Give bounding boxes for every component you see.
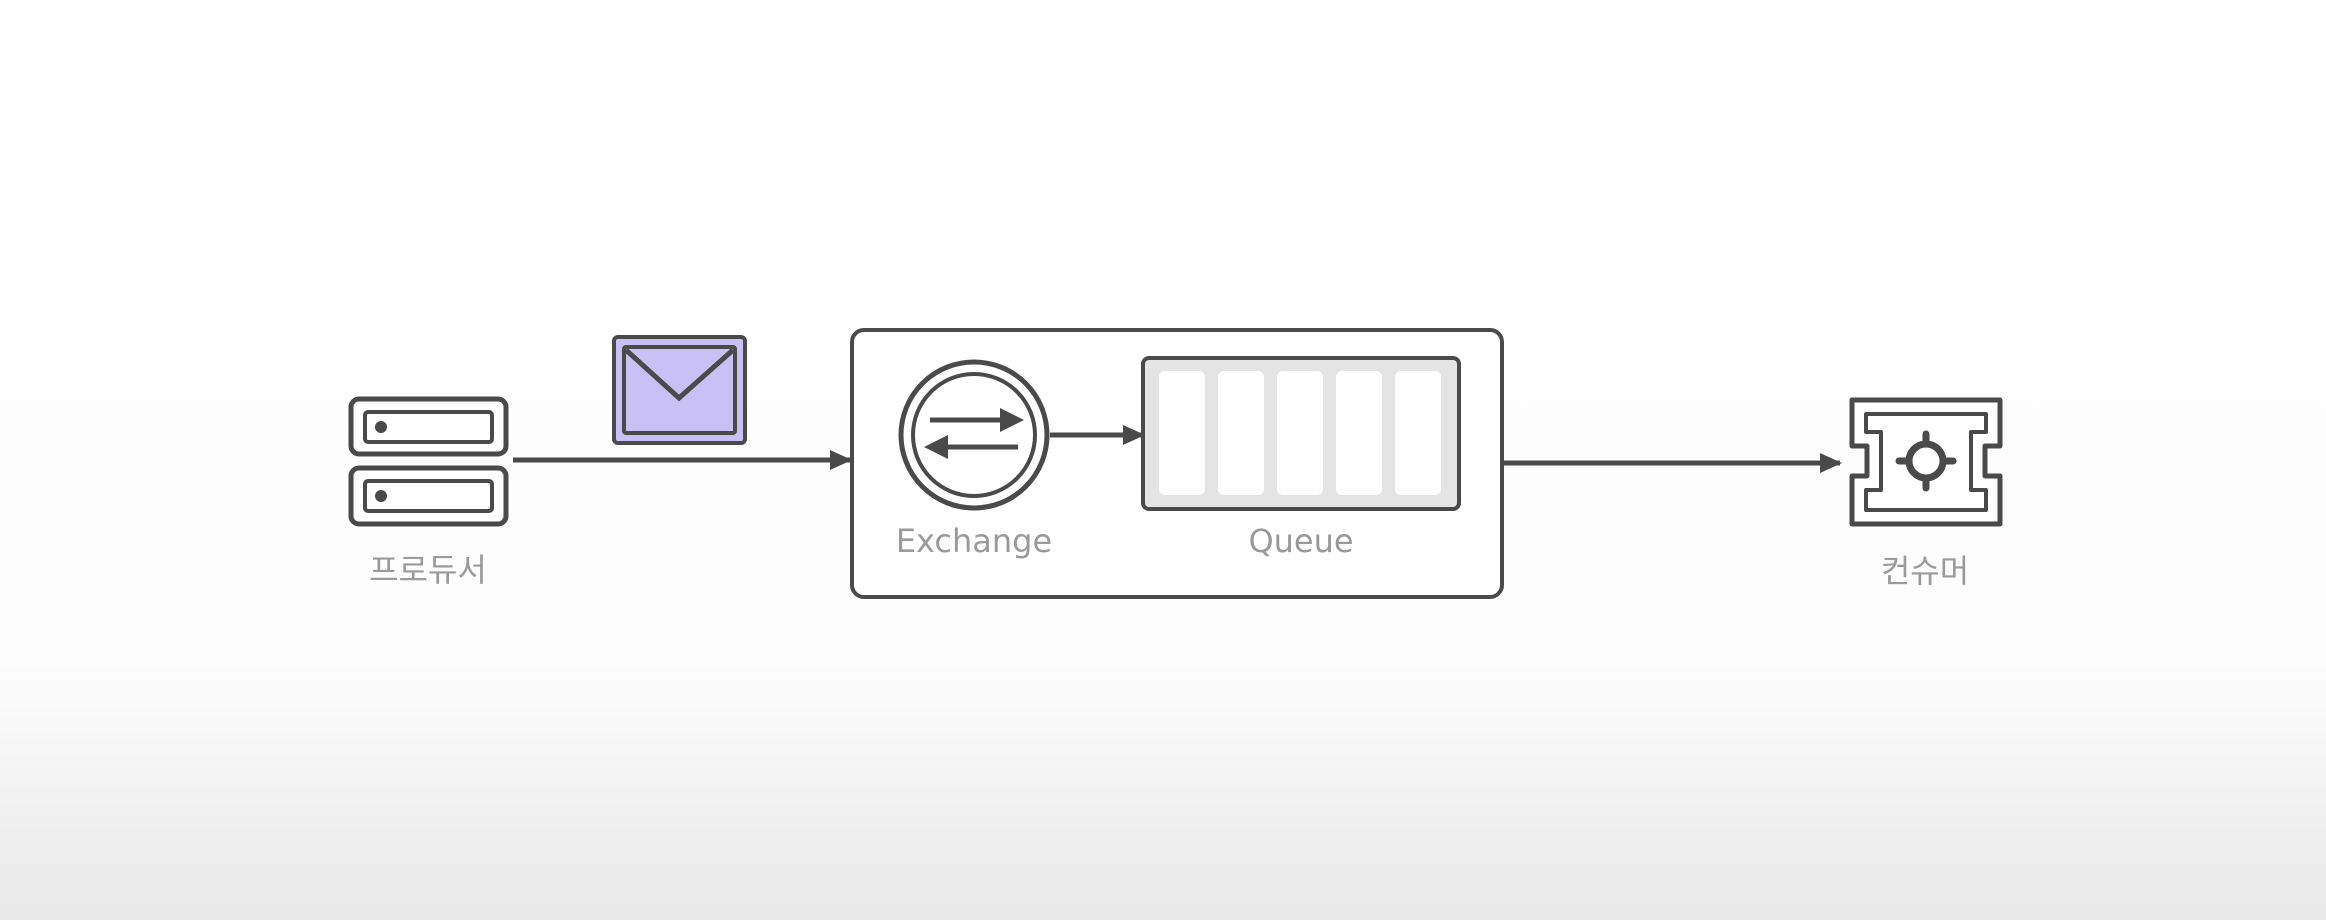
message-envelope-bg <box>612 335 747 445</box>
exchange-icon <box>898 359 1050 511</box>
producer-label: 프로듀서 <box>369 551 487 589</box>
queue-slot <box>1218 371 1264 495</box>
queue-slot <box>1277 371 1323 495</box>
queue-slot <box>1159 371 1205 495</box>
producer-server-icon <box>348 396 509 527</box>
consumer-label: 컨슈머 <box>1881 552 1969 590</box>
queue-slot <box>1395 371 1441 495</box>
queue-slot <box>1336 371 1382 495</box>
queue-icon <box>1141 356 1461 511</box>
queue-label: Queue <box>1248 522 1353 560</box>
message-envelope-icon <box>612 335 747 445</box>
consumer-icon <box>1849 397 2003 527</box>
exchange-label: Exchange <box>896 522 1052 560</box>
